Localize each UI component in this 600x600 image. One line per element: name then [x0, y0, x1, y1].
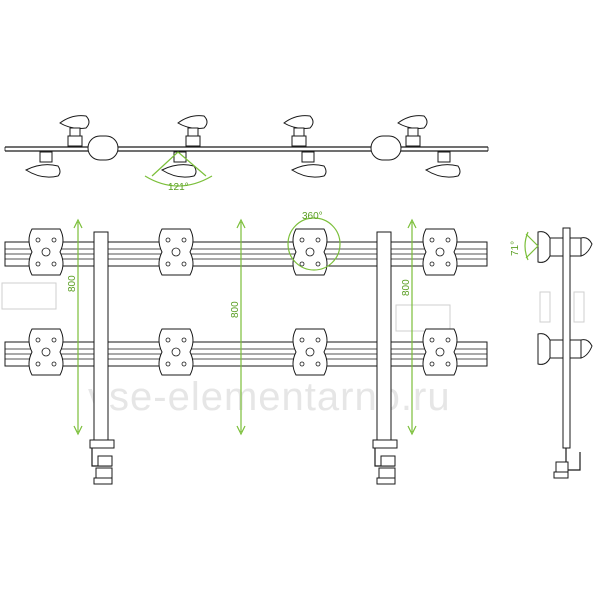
- top-head-3: [283, 115, 314, 147]
- pole-right: [376, 231, 392, 445]
- swivel-angle-label: 121°: [168, 182, 189, 193]
- side-pole: [562, 227, 571, 449]
- ghost-plate-right: [395, 304, 451, 332]
- height-dimension-right: 800: [401, 218, 417, 436]
- rotation-label: 360°: [302, 211, 323, 222]
- desk-clamp-right: [372, 439, 398, 485]
- top-head-6: [160, 151, 197, 178]
- top-head-4: [397, 115, 428, 147]
- desk-clamp-left: [89, 439, 115, 485]
- height-label-left: 800: [67, 275, 78, 292]
- top-head-5: [24, 151, 61, 178]
- side-view: 71°: [510, 227, 593, 479]
- upper-crossbar: [4, 241, 488, 267]
- top-head-2: [177, 115, 208, 147]
- ghost-plate-left: [1, 282, 57, 310]
- top-pole-collar-right: [370, 135, 402, 161]
- height-dimension-center: 800: [230, 218, 246, 436]
- top-pole-collar-left: [87, 135, 119, 161]
- pole-left: [93, 231, 109, 445]
- top-head-7: [290, 151, 327, 178]
- top-head-1: [59, 115, 90, 147]
- tilt-angle-label: 71°: [510, 241, 521, 256]
- watermark: vse-elementarno.ru: [88, 375, 451, 419]
- top-view: 121°: [4, 115, 489, 193]
- vesa-plate-5: [28, 328, 64, 376]
- vesa-plate-2: [158, 228, 194, 276]
- top-head-8: [424, 151, 461, 178]
- vesa-plate-4: [422, 228, 458, 276]
- vesa-plate-3: [292, 228, 328, 276]
- height-label-center: 800: [230, 301, 241, 318]
- swivel-angle-arc: [144, 175, 213, 187]
- rotation-circle: [287, 217, 341, 271]
- front-view: 360° 800 800 800: [1, 211, 488, 485]
- vesa-plate-7: [292, 328, 328, 376]
- height-label-right: 800: [401, 279, 412, 296]
- vesa-plate-1: [28, 228, 64, 276]
- vesa-plate-6: [158, 328, 194, 376]
- lower-crossbar: [4, 341, 488, 367]
- vesa-plate-8: [422, 328, 458, 376]
- height-dimension-left: 800: [67, 218, 83, 436]
